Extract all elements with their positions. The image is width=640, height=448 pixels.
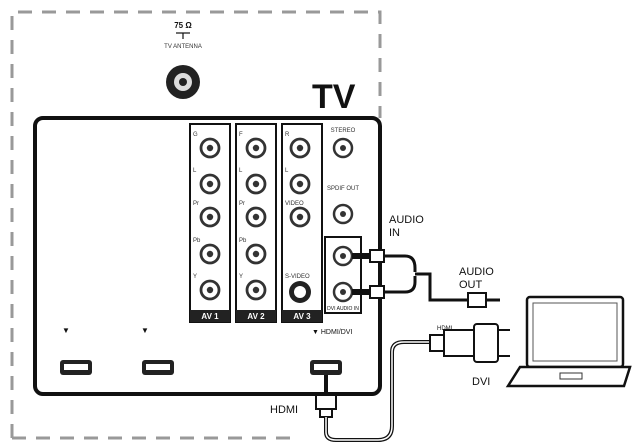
jack-label-av3-2: VIDEO: [285, 201, 304, 207]
jack-label-av1-2: Pr: [193, 201, 199, 207]
jack-label-av2-0: F: [239, 132, 243, 138]
jack-label-av1-3: Pb: [193, 238, 201, 244]
hdmi-small-label: HDMI: [437, 326, 453, 332]
jack-label-av3-1: L: [285, 168, 289, 174]
jack-label-av2-1: L: [239, 168, 243, 174]
hdmi-port-2: [142, 360, 174, 375]
jack-group-label-band-av3: [282, 310, 322, 322]
jack-group-label-av1: AV 1: [201, 312, 219, 321]
rca-jack-pin-av3-0: [296, 144, 304, 152]
hdmi-port-3: [310, 360, 342, 375]
spdif-jack: [332, 203, 354, 225]
rca-audio-cable: [352, 249, 500, 308]
rca-jack-pin-av1-1: [206, 180, 214, 188]
jack-group-label-band-av2: [236, 310, 276, 322]
stereo-label: STEREO: [331, 128, 356, 134]
rca-jack-pin-av2-1: [252, 180, 260, 188]
antenna-jack: [166, 65, 200, 99]
jack-label-av2-2: Pr: [239, 201, 245, 207]
antenna-symbol-icon: [176, 32, 190, 39]
hdmi-dvi-cable: [315, 323, 510, 442]
jack-label-av1-1: L: [193, 168, 197, 174]
hdmi-marker-2: ▼: [141, 326, 149, 335]
dvi-audio-jack-top: [332, 245, 354, 267]
stereo-jack: [332, 137, 354, 159]
rca-jack-pin-av2-4: [252, 286, 260, 294]
jack-group-label-av2: AV 2: [247, 312, 265, 321]
hdmi-dvi-label: ▼ HDMI/DVI: [312, 329, 352, 336]
rca-jack-pin-av1-0: [206, 144, 214, 152]
rca-jack-pin-av2-0: [252, 144, 260, 152]
hdmi-port-1: [60, 360, 92, 375]
jack-group-label-band-av1: [190, 310, 230, 322]
svideo-jack-inner: [294, 286, 306, 298]
rca-jack-pin-av1-3: [206, 250, 214, 258]
jack-label-av3-3: S-VIDEO: [285, 274, 310, 280]
rca-jack-pin-av2-3: [252, 250, 260, 258]
tv-title: TV: [312, 78, 356, 116]
audio-out-label-line2: OUT: [459, 279, 483, 291]
rca-jack-pin-av2-2: [252, 213, 260, 221]
tv-dashed-outline: [10, 10, 382, 438]
jack-label-av1-4: Y: [193, 274, 197, 280]
rca-jack-pin-av1-2: [206, 213, 214, 221]
antenna-ohm-label: 75 Ω: [174, 21, 192, 30]
hdmi-label: HDMI: [270, 404, 298, 416]
jack-label-av2-3: Pb: [239, 238, 247, 244]
laptop-icon: [505, 295, 632, 388]
rca-jack-pin-av1-4: [206, 286, 214, 294]
rca-jack-pin-av3-2: [296, 213, 304, 221]
jack-label-av1-0: G: [193, 132, 198, 138]
hdmi-marker-1: ▼: [62, 326, 70, 335]
jack-label-av2-4: Y: [239, 274, 243, 280]
jack-group-label-av3: AV 3: [293, 312, 311, 321]
spdif-label: SPDIF OUT: [327, 186, 359, 192]
dvi-audio-jack-bottom: [332, 281, 354, 303]
audio-in-label-line2: IN: [389, 227, 400, 239]
dvi-label: DVI: [472, 376, 490, 388]
rca-jack-pin-av3-1: [296, 180, 304, 188]
audio-out-label-line1: AUDIO: [459, 266, 494, 278]
antenna-label: TV ANTENNA: [164, 44, 202, 50]
jack-label-av3-0: R: [285, 132, 290, 138]
audio-in-label-line1: AUDIO: [389, 214, 424, 226]
dvi-audio-label: DVI AUDIO IN: [327, 306, 359, 312]
